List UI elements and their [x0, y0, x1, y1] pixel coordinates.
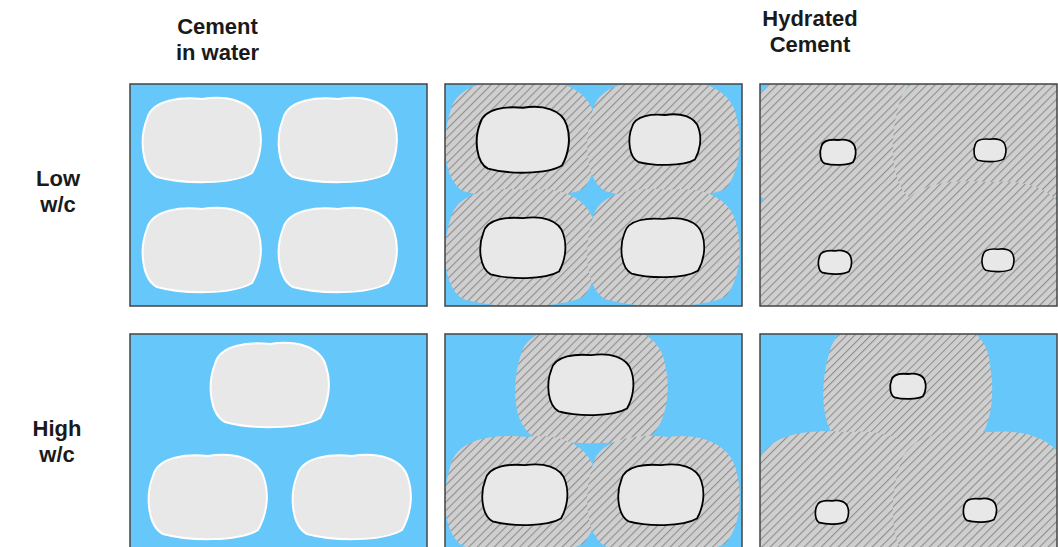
panel-frame [760, 334, 1057, 547]
panel-frame [445, 334, 742, 547]
hydration-product [445, 189, 598, 306]
cement-grain [149, 455, 267, 539]
panel-frame [445, 84, 742, 306]
water [130, 84, 427, 306]
row-label: High w/c [24, 416, 90, 468]
panel-frame [130, 334, 427, 547]
hydration-product [893, 181, 1057, 306]
unhydrated-core [482, 464, 567, 525]
panel-low-fresh [130, 84, 427, 306]
hydration-product [445, 436, 598, 547]
unhydrated-core [629, 114, 700, 165]
hydration-product [515, 334, 668, 443]
cement-grain [211, 343, 329, 427]
unhydrated-core [548, 354, 633, 415]
unhydrated-core [477, 107, 569, 173]
hydration-product [445, 84, 598, 198]
unhydrated-core [974, 139, 1006, 162]
unhydrated-core [480, 217, 565, 278]
unhydrated-core [618, 464, 703, 525]
panel-low-hydrated [749, 68, 1058, 322]
cement-grain [143, 98, 261, 182]
panel-high-hydrated [751, 319, 1058, 547]
column-heading: Hydrated Cement [745, 6, 875, 58]
row-label: Low w/c [28, 166, 88, 218]
panel-frame [760, 84, 1057, 306]
panel-high-fresh [130, 334, 427, 547]
unhydrated-core [621, 218, 704, 277]
cement-grain [143, 208, 261, 292]
cement-grain [293, 455, 411, 539]
cement-grain [279, 208, 397, 292]
panel-low-mid [445, 81, 742, 306]
panel-high-mid [445, 326, 742, 547]
unhydrated-core [982, 249, 1014, 272]
hydration-product [587, 189, 740, 306]
hydration-product [893, 431, 1057, 547]
cement-grain [279, 98, 397, 182]
panel-frame [130, 84, 427, 306]
unhydrated-core [963, 498, 996, 522]
column-heading: Cement in water [170, 14, 265, 66]
unhydrated-core [815, 500, 848, 524]
unhydrated-core [890, 374, 925, 399]
water [130, 334, 427, 547]
unhydrated-core [818, 250, 851, 274]
hydration-product [587, 436, 740, 547]
hydration-product [587, 84, 740, 198]
unhydrated-core [820, 140, 855, 165]
